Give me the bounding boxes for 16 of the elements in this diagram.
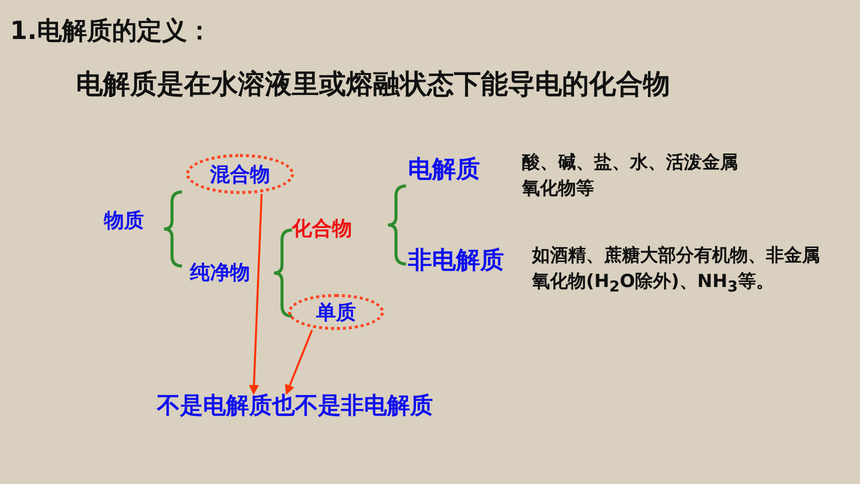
category-label: 化合物 <box>292 216 352 240</box>
category-label: 混合物 <box>210 162 270 186</box>
category-label: 非电解质 <box>408 246 504 274</box>
dotted-ellipse-node <box>288 294 384 330</box>
arrow <box>248 194 263 395</box>
title: 1.电解质的定义： <box>10 15 212 47</box>
category-label: 单质 <box>316 300 356 324</box>
dotted-ellipse-node <box>186 154 294 194</box>
example-text: 酸、碱、盐、水、活泼金属氧化物等 <box>522 151 739 202</box>
category-label: 纯净物 <box>190 260 250 284</box>
arrow <box>285 330 313 395</box>
example-text: 如酒精、蔗糖大部分有机物、非金属氧化物(H$_{2}$O除外)、NH$_{3}$等。 <box>532 244 821 298</box>
category-label: 电解质 <box>408 155 480 183</box>
definition-text: 电解质是在水溶液里或熔融状态下能导电的化合物 <box>76 68 670 102</box>
category-label: 物质 <box>104 208 144 232</box>
category-label: 不是电解质也不是非电解质 <box>157 393 433 419</box>
